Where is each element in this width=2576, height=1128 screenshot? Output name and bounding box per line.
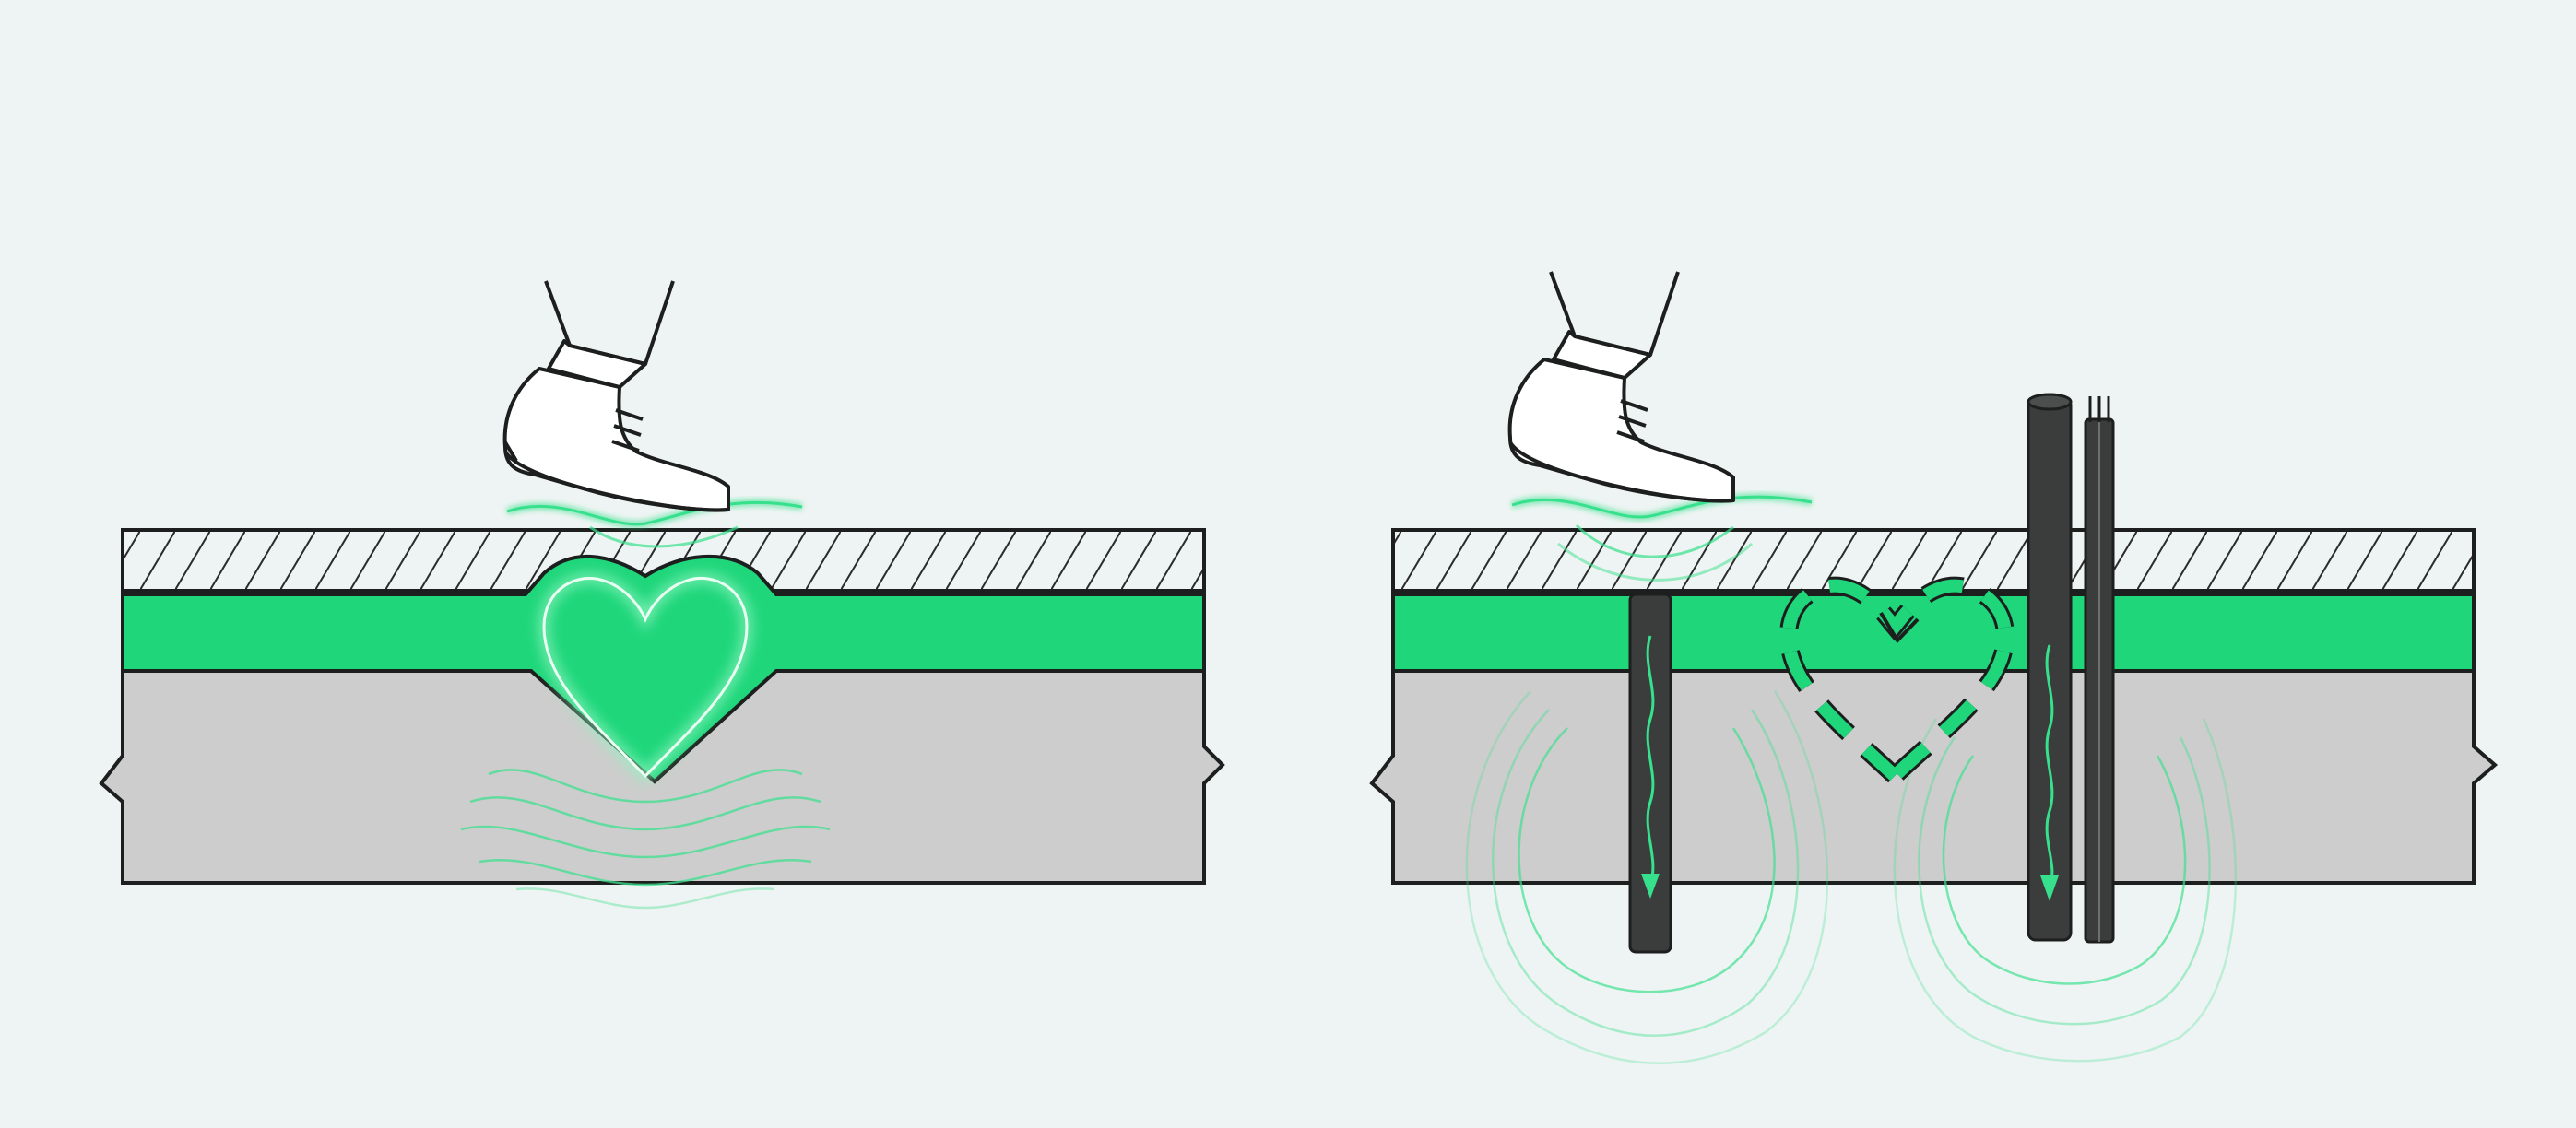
pipe-icon [2027, 393, 2073, 942]
step-glow-left [505, 499, 803, 548]
pipe-icon [1628, 593, 1672, 954]
glow-waves-icon [1465, 690, 2238, 1064]
step-glow-right [1510, 493, 1813, 582]
cable-bundle-icon [2084, 396, 2115, 944]
glow-waves-icon [460, 769, 831, 910]
broken-heart-icon [1778, 576, 2015, 789]
panel-intact-membrane [99, 280, 1225, 910]
shoe-icon [1507, 271, 1735, 503]
waterproof-membrane-left [121, 555, 1206, 784]
waterproof-membrane-right [1391, 593, 2476, 673]
shoe-icon [502, 280, 730, 512]
heart-icon [538, 573, 752, 783]
panel-penetrated-membrane [1369, 271, 2499, 1064]
